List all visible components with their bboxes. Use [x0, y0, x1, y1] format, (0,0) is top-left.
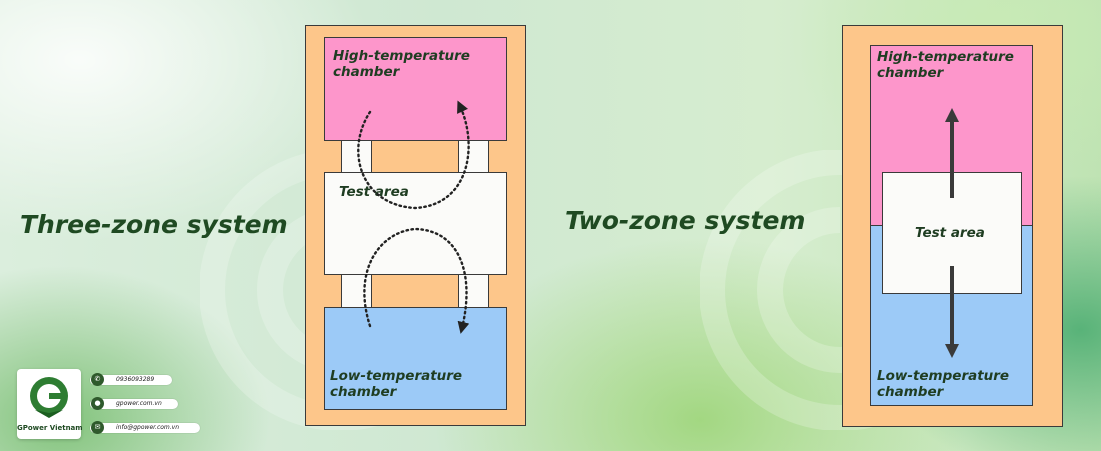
three-zone-title: Three-zone system [20, 210, 288, 239]
three-zone-test-area [324, 172, 507, 275]
two-zone-low-label: Low-temperature chamber [877, 368, 1010, 400]
two-zone-title: Two-zone system [565, 206, 806, 235]
mail-icon: ✉ [91, 421, 104, 434]
gpower-logo-icon [30, 377, 68, 418]
phone-number: 0936093289 [116, 376, 155, 383]
company-logo-card: GPower Vietnam [17, 369, 83, 439]
three-zone-lower-pillar-right [458, 274, 489, 308]
two-zone-test-label: Test area [915, 225, 985, 241]
three-zone-low-chamber [324, 307, 507, 410]
three-zone-high-chamber [324, 37, 507, 141]
phone-icon: ✆ [91, 373, 104, 386]
website-pill: gpower.com.vn [90, 399, 178, 409]
three-zone-low-label: Low-temperature chamber [330, 368, 463, 400]
lower-circulation-arrow [363, 227, 470, 334]
three-zone-test-label: Test area [339, 184, 409, 200]
website-link[interactable]: gpower.com.vn [116, 400, 162, 407]
two-zone-high-label: High-temperature chamber [877, 49, 1014, 81]
phone-pill: 0936093289 [90, 375, 172, 385]
globe-icon: ● [91, 397, 104, 410]
company-name: GPower Vietnam [17, 424, 83, 432]
upper-circulation-arrow [357, 100, 470, 210]
up-arrow-head [945, 108, 959, 122]
email-pill: info@gpower.com.vn [90, 423, 200, 433]
email-link[interactable]: info@gpower.com.vn [116, 424, 180, 431]
three-zone-high-label: High-temperature chamber [333, 48, 470, 80]
down-arrow-head [945, 344, 959, 358]
